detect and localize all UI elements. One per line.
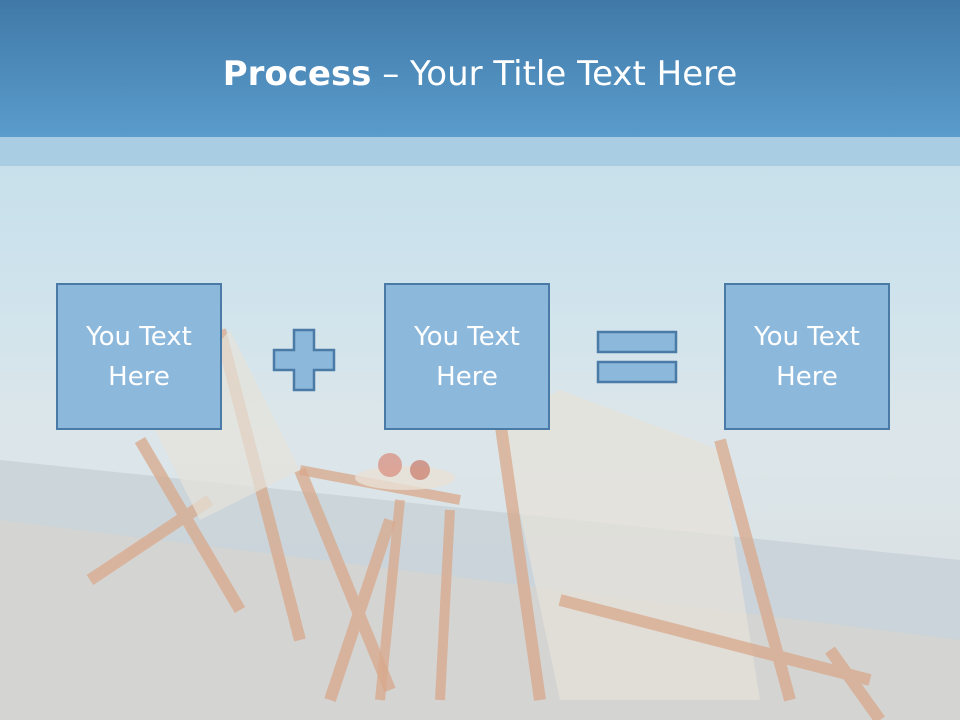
- title-text: – Your Title Text Here: [371, 54, 738, 94]
- process-box-1[interactable]: You Text Here: [56, 283, 222, 430]
- process-box-3-text: You Text Here: [754, 321, 860, 392]
- equals-icon: [596, 330, 678, 384]
- process-box-2[interactable]: You Text Here: [384, 283, 550, 430]
- plus-icon: [272, 328, 336, 392]
- slide-title: Process – Your Title Text Here: [0, 52, 960, 96]
- process-box-3[interactable]: You Text Here: [724, 283, 890, 430]
- process-box-2-text: You Text Here: [414, 321, 520, 392]
- process-box-1-text: You Text Here: [86, 321, 192, 392]
- title-bold: Process: [222, 54, 372, 94]
- title-bar-strip: [0, 137, 960, 166]
- title-bar: [0, 0, 960, 137]
